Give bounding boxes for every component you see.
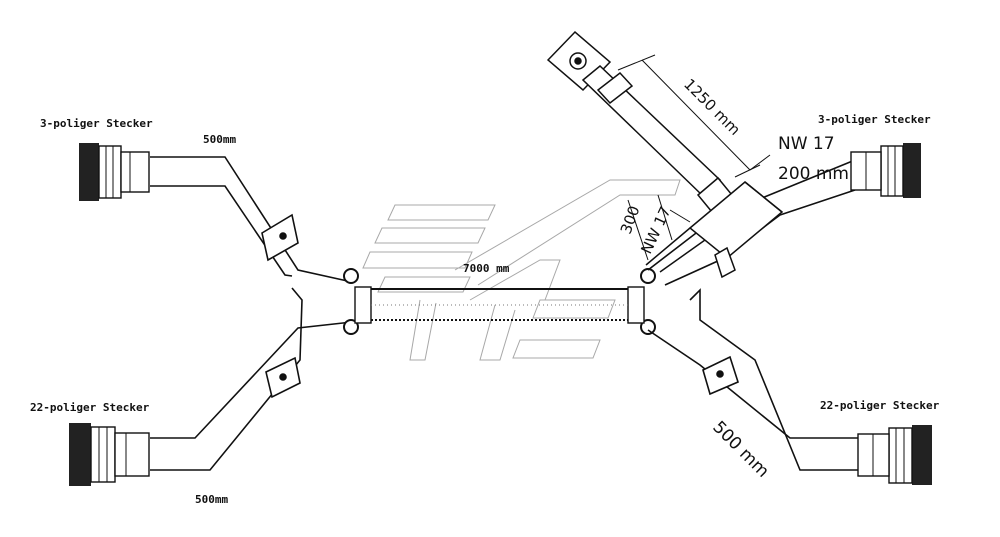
label-bottom-left-length: 500mm <box>195 493 228 506</box>
label-bottom-left-connector: 22-poliger Stecker <box>30 401 150 414</box>
center-cable-span <box>343 268 656 335</box>
label-bottom-right-connector: 22-poliger Stecker <box>820 399 940 412</box>
label-nw-top: NW 17 <box>778 134 835 154</box>
label-top-left-length: 500mm <box>203 133 236 146</box>
connector-top-right <box>850 143 921 198</box>
label-top-right-connector: 3-poliger Stecker <box>818 113 931 126</box>
left-y-cable <box>150 156 353 471</box>
connector-bottom-right <box>857 425 932 485</box>
label-center-length: 7000 mm <box>463 262 510 275</box>
label-diag-length: 1250 mm <box>680 75 744 139</box>
label-nw-mid-length: 300 <box>617 203 644 236</box>
connector-bottom-left <box>69 423 150 486</box>
watermark-logo <box>362 179 681 361</box>
dimension-lines <box>617 54 771 261</box>
label-bottom-right-length: 500 mm <box>708 417 772 481</box>
connector-top-left <box>79 143 150 201</box>
diagonal-sensor-assembly <box>546 30 784 279</box>
label-nw-top-length: 200 mm <box>778 164 849 184</box>
label-top-left-connector: 3-poliger Stecker <box>40 117 153 130</box>
